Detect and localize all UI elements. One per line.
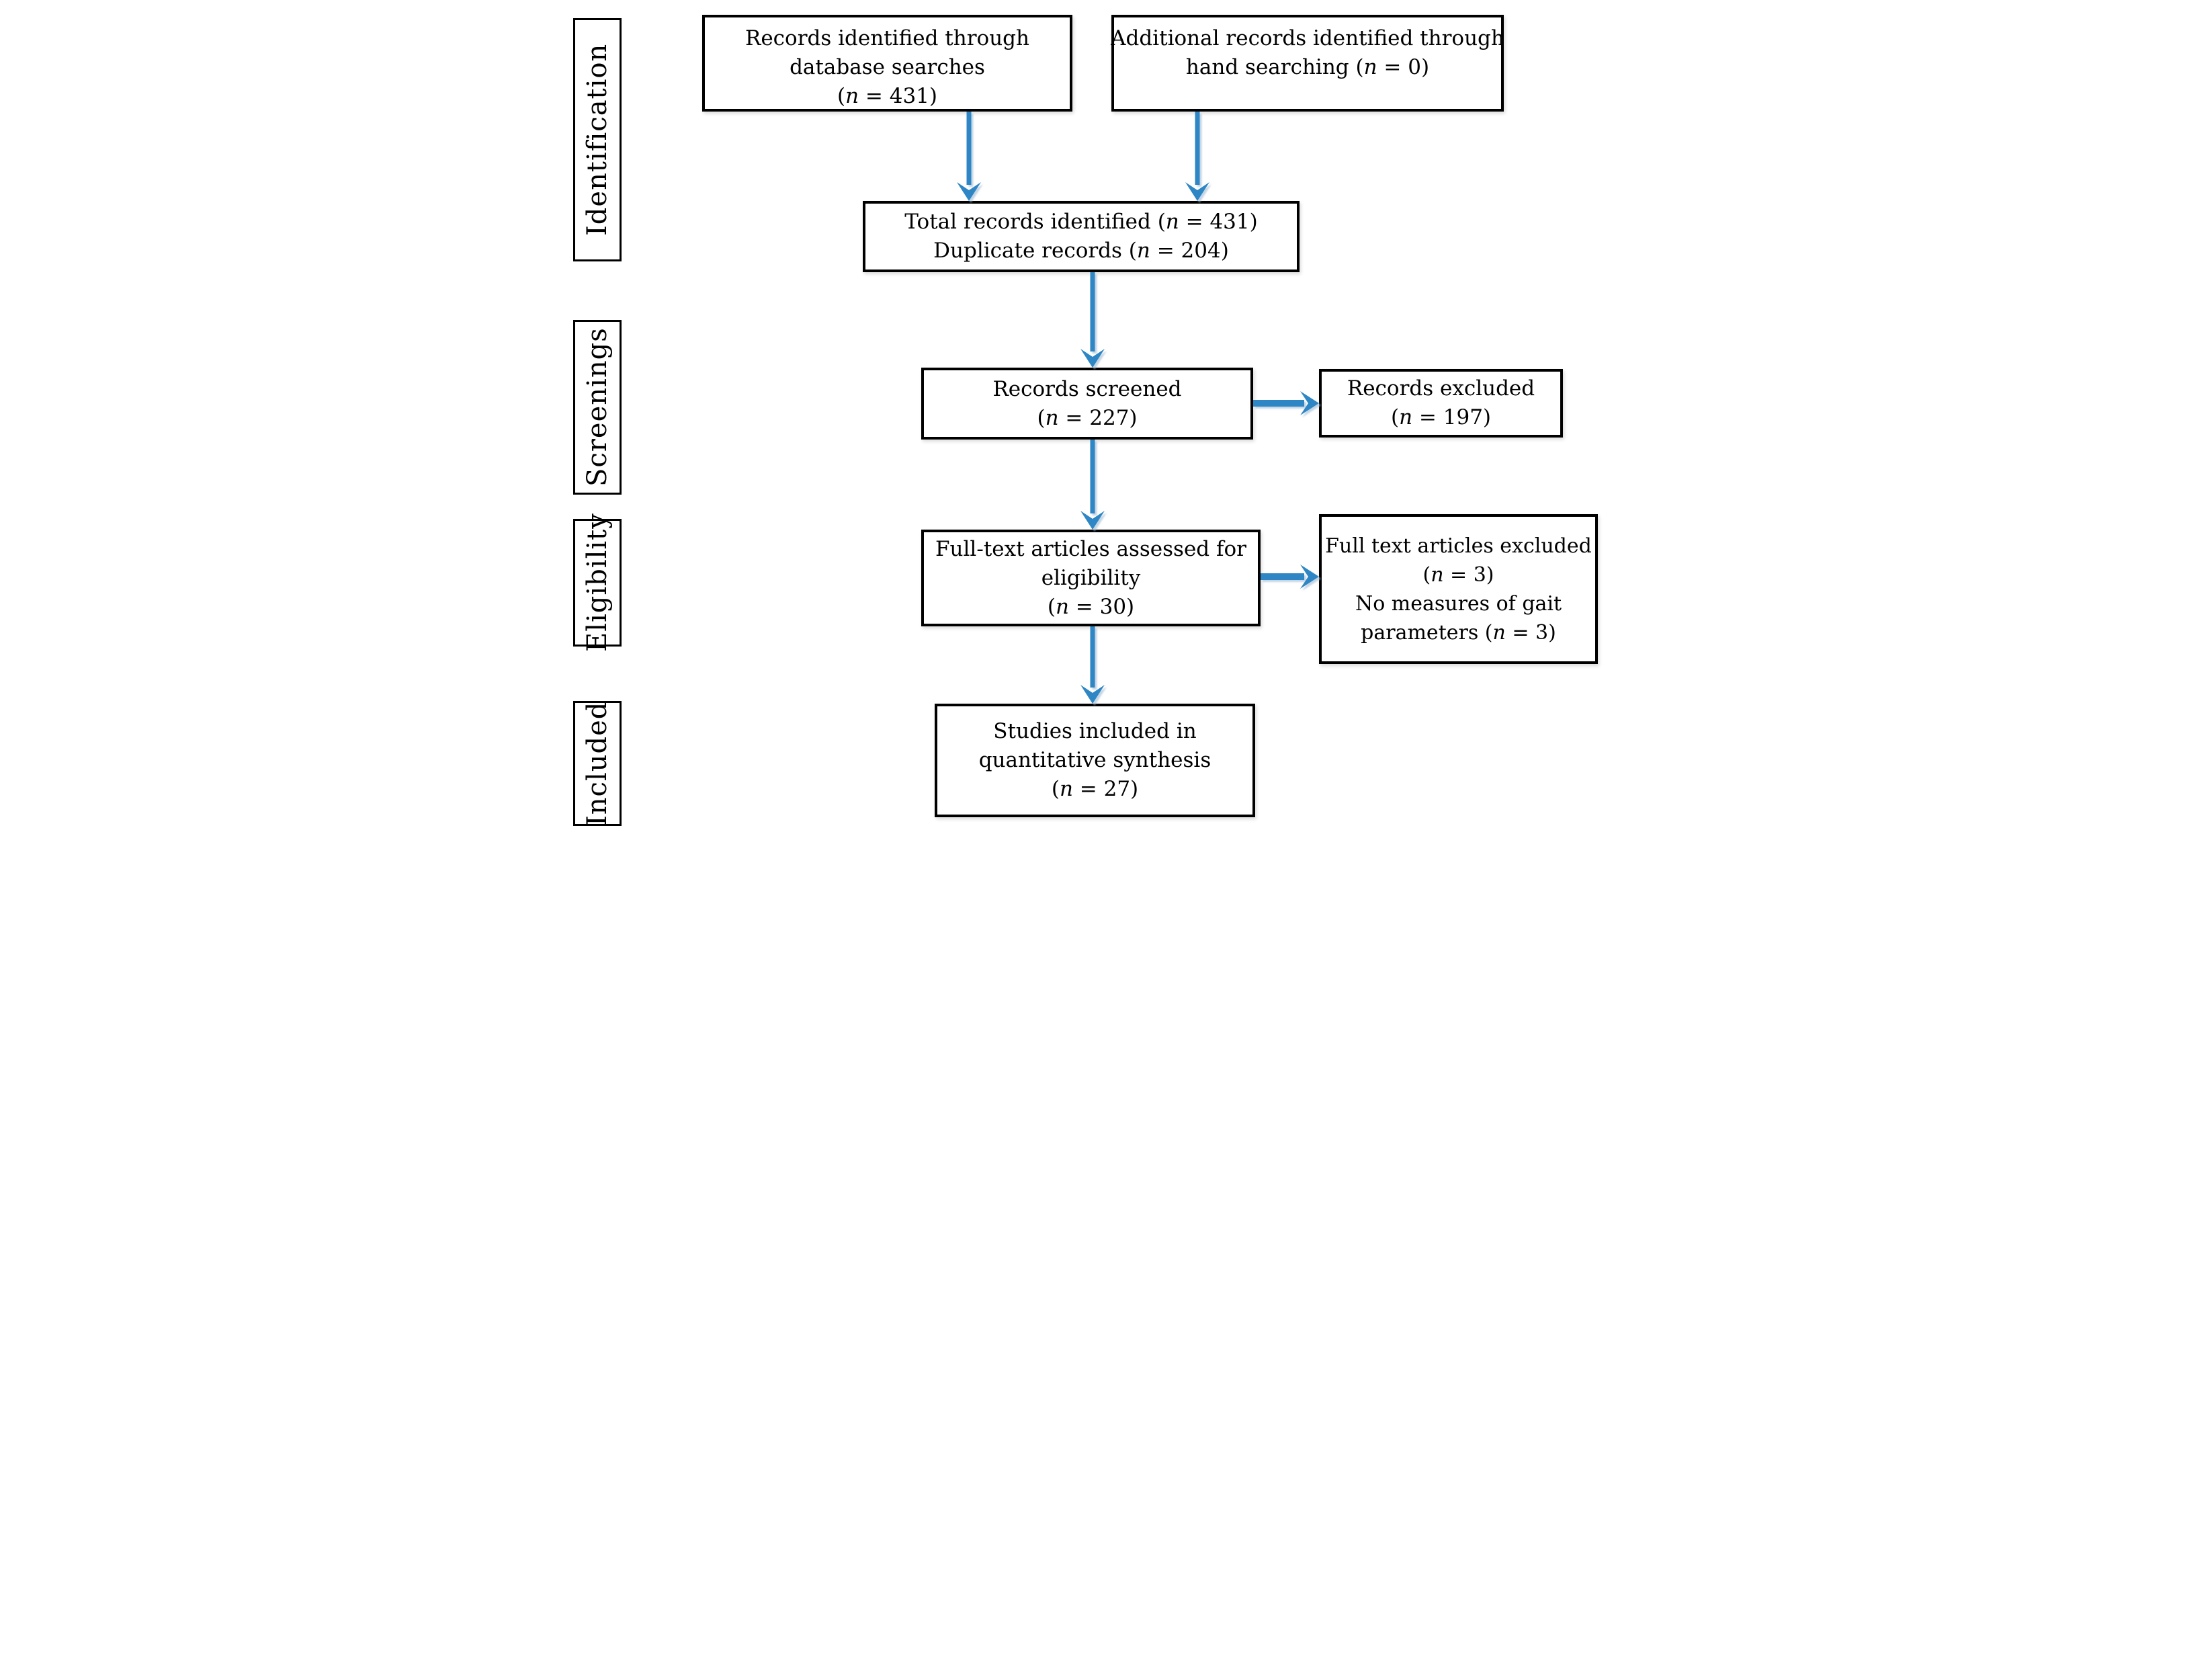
box-line: Full-text articles assessed for (935, 536, 1246, 561)
box-line: (n = 27) (1051, 777, 1139, 801)
stage-label-screenings: Screenings (573, 320, 622, 495)
box-line: Duplicate records (n = 204) (933, 239, 1229, 263)
arrow-head (1080, 685, 1105, 704)
arrow-head (1080, 511, 1105, 530)
arrow-head (1300, 565, 1319, 589)
stage-label-identification: Identification (573, 18, 622, 261)
arrow-head (1080, 349, 1105, 368)
arrow-screened-to-excluded-icon (1253, 391, 1319, 415)
box-line: parameters (n = 3) (1361, 620, 1556, 645)
arrow-shaft (1090, 626, 1095, 688)
box-records-screened: Records screened (n = 227) (921, 368, 1253, 440)
prisma-flow-diagram: Identification Screenings Eligibility In… (553, 0, 1659, 830)
box-total-records-identified: Total records identified (n = 431) Dupli… (863, 201, 1300, 272)
stage-label-text: Eligibility (582, 513, 613, 653)
stage-label-text: Screenings (582, 327, 613, 487)
arrow-fulltext-to-included-icon (1080, 626, 1105, 704)
arrow-head (1185, 182, 1209, 201)
box-fulltext-excluded: Full text articles excluded (n = 3) No m… (1319, 514, 1598, 664)
box-line: quantitative synthesis (978, 748, 1211, 772)
box-records-identified-database: Records identified through database sear… (702, 15, 1072, 112)
arrow-db-to-total-icon (957, 112, 981, 201)
box-line: (n = 197) (1390, 405, 1492, 429)
arrow-shaft (1261, 573, 1304, 580)
box-line: Total records identified (n = 431) (904, 210, 1258, 234)
stage-label-text: Identification (582, 43, 613, 237)
box-line: (n = 30) (1047, 594, 1135, 619)
stage-label-included: Included (573, 701, 622, 826)
arrow-shaft (1090, 272, 1095, 351)
arrow-head (957, 182, 981, 201)
arrow-shaft (1253, 400, 1304, 407)
box-studies-included: Studies included in quantitative synthes… (935, 704, 1255, 817)
box-line: (n = 431) (837, 84, 938, 108)
box-line: hand searching (n = 0) (1185, 55, 1430, 79)
arrow-hand-to-total-icon (1185, 112, 1209, 201)
box-line: (n = 227) (1037, 405, 1138, 430)
box-line: eligibility (1041, 565, 1141, 590)
box-line: (n = 3) (1422, 563, 1494, 587)
box-line: database searches (790, 55, 985, 79)
arrow-total-to-screened-icon (1080, 272, 1105, 368)
arrow-shaft (1090, 440, 1095, 513)
box-line: Additional records identified through (1111, 26, 1504, 50)
arrow-head (1300, 391, 1319, 415)
stage-label-text: Included (582, 701, 613, 826)
arrow-fulltext-to-excluded-icon (1261, 565, 1319, 589)
box-line: Studies included in (993, 719, 1197, 743)
stage-label-eligibility: Eligibility (573, 513, 622, 652)
arrow-shaft (966, 112, 972, 185)
box-line: Records identified through (745, 26, 1029, 50)
box-line: Records screened (992, 376, 1182, 401)
box-records-excluded: Records excluded (n = 197) (1319, 369, 1563, 438)
box-line: No measures of gait (1355, 591, 1562, 616)
box-line: Full text articles excluded (1325, 534, 1592, 558)
box-line: Records excluded (1347, 376, 1535, 401)
arrow-shaft (1195, 112, 1200, 185)
box-fulltext-assessed: Full-text articles assessed for eligibil… (921, 530, 1261, 626)
arrow-screened-to-fulltext-icon (1080, 440, 1105, 530)
box-additional-records-hand-searching: Additional records identified through ha… (1111, 15, 1504, 112)
